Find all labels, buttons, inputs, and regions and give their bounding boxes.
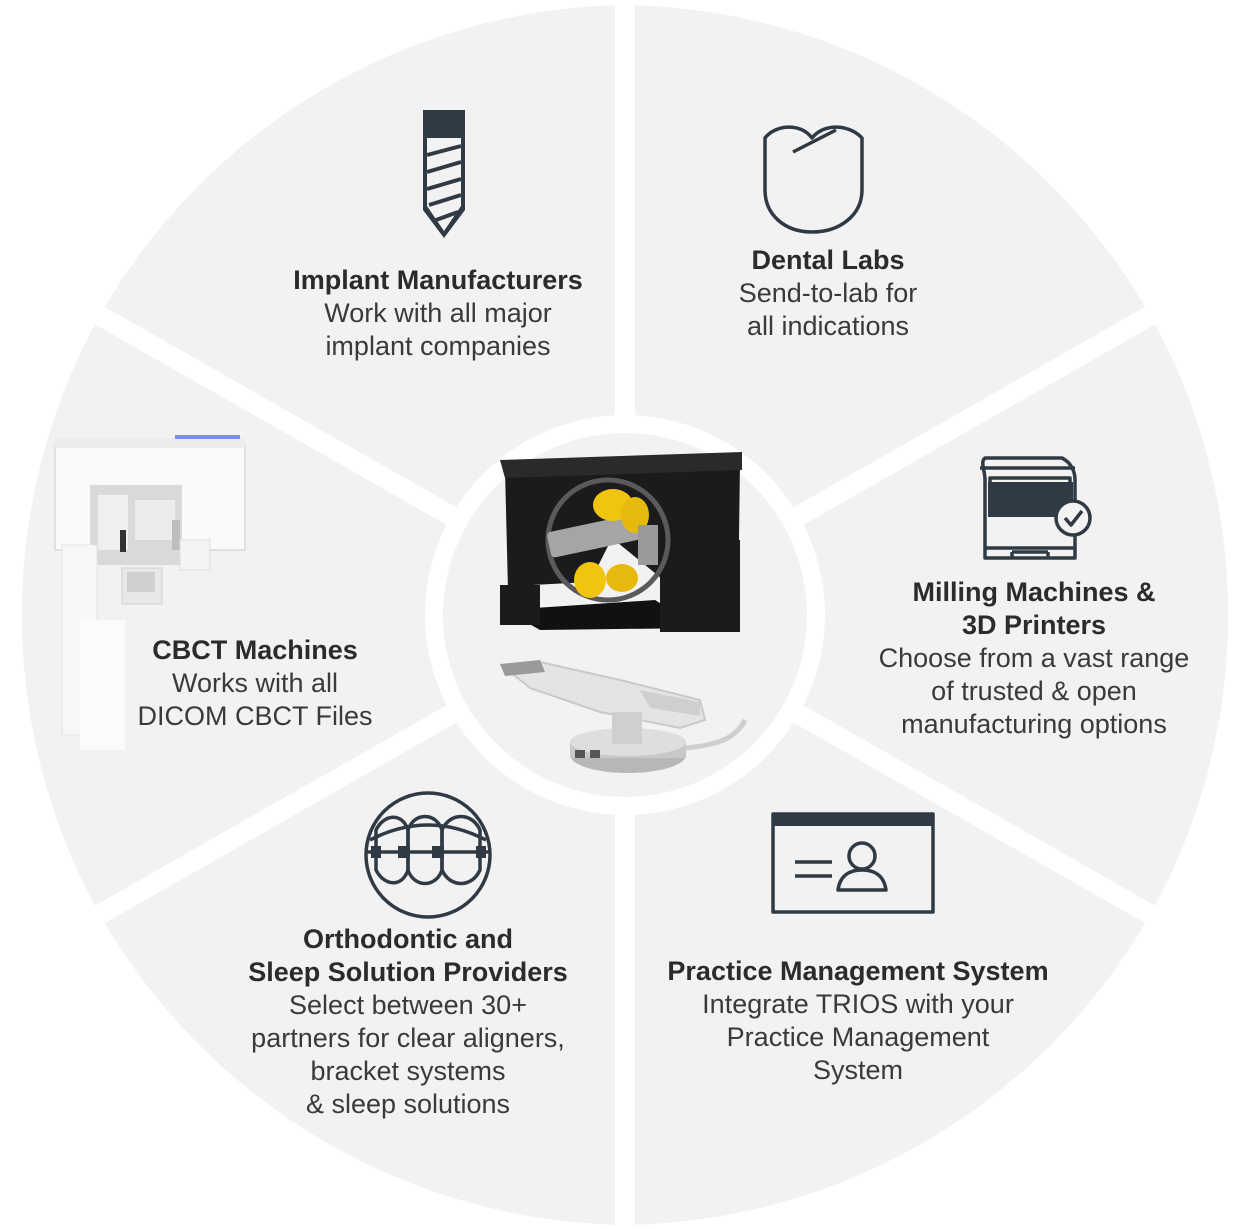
segment-desc-line: all indications [746,311,910,341]
segment-milling [625,315,1229,915]
segment-title: Milling Machines & [912,577,1156,607]
segment-text-milling: Milling Machines & 3D Printers Choose fr… [846,576,1222,741]
segment-desc-line: bracket systems [310,1056,506,1086]
segment-desc-line: Select between 30+ [289,990,527,1020]
segment-title: CBCT Machines [152,635,358,665]
cbct-machine-icon [54,435,246,750]
segment-desc-line: Choose from a vast range [878,643,1190,673]
segment-desc-line: Work with all major [324,298,552,328]
segment-desc-line: Integrate TRIOS with your [702,989,1014,1019]
segment-desc-line: of trusted & open [931,676,1137,706]
wheel-segments [21,5,1229,1225]
braces-icon [364,791,492,919]
segment-text-cbct: CBCT Machines Works with all DICOM CBCT … [128,634,382,733]
segment-text-implant: Implant Manufacturers Work with all majo… [264,264,612,363]
implant-screw-icon [423,110,465,238]
segment-desc-line: System [812,1055,904,1085]
segment-title: Orthodontic and [303,924,513,954]
segment-desc-line: DICOM CBCT Files [137,701,373,731]
segment-desc-line: partners for clear aligners, [251,1023,565,1053]
segment-desc-line: Send-to-lab for [738,278,918,308]
segment-title: Implant Manufacturers [293,265,583,295]
segment-title: Dental Labs [751,245,905,275]
segment-title: 3D Printers [961,610,1107,640]
lab-scanner-icon [500,452,742,632]
tooth-icon [763,125,864,234]
segment-ortho [100,615,625,1225]
segment-title: Practice Management System [667,956,1049,986]
segment-desc-line: implant companies [325,331,551,361]
segment-desc-line: manufacturing options [901,709,1167,739]
segment-desc-line: Works with all [171,668,339,698]
segment-labs [625,5,1150,615]
segment-text-ortho: Orthodontic and Sleep Solution Providers… [218,923,598,1121]
milling-machine-icon [980,456,1092,560]
segment-pms [625,615,1150,1225]
segment-title: Sleep Solution Providers [248,957,568,987]
id-card-icon [771,812,935,914]
segment-text-labs: Dental Labs Send-to-lab for all indicati… [668,244,988,343]
segment-desc-line: Practice Management [726,1022,990,1052]
segment-desc-line: & sleep solutions [305,1089,511,1119]
segment-implant [100,5,625,615]
intraoral-scanner-icon [500,660,748,773]
segment-text-pms: Practice Management System Integrate TRI… [648,955,1068,1087]
